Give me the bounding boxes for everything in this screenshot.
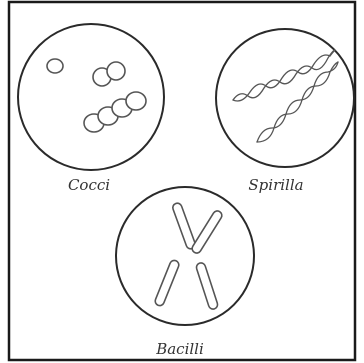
cocci-label: Cocci <box>68 176 110 194</box>
bacilli-label: Bacilli <box>155 340 204 358</box>
coccus-single <box>47 59 63 73</box>
coccus-chain-4 <box>126 92 146 110</box>
bacillus-4 <box>195 262 218 310</box>
spirilla-circle <box>216 29 354 167</box>
bacilli-cells <box>154 202 224 310</box>
coccus-pair-2 <box>107 62 125 80</box>
bacilli-circle <box>116 187 254 325</box>
spirilla-panel: Spirilla <box>216 29 354 194</box>
bacillus-2 <box>190 209 223 254</box>
spirilla-cells <box>233 50 338 142</box>
bacilli-panel: Bacilli <box>116 187 254 358</box>
bacillus-3 <box>154 259 180 307</box>
bacillus-1 <box>172 202 197 250</box>
cocci-panel: Cocci <box>18 24 164 194</box>
cocci-cells <box>47 59 146 132</box>
spirillum-2 <box>257 62 338 142</box>
spirilla-label: Spirilla <box>248 176 303 194</box>
